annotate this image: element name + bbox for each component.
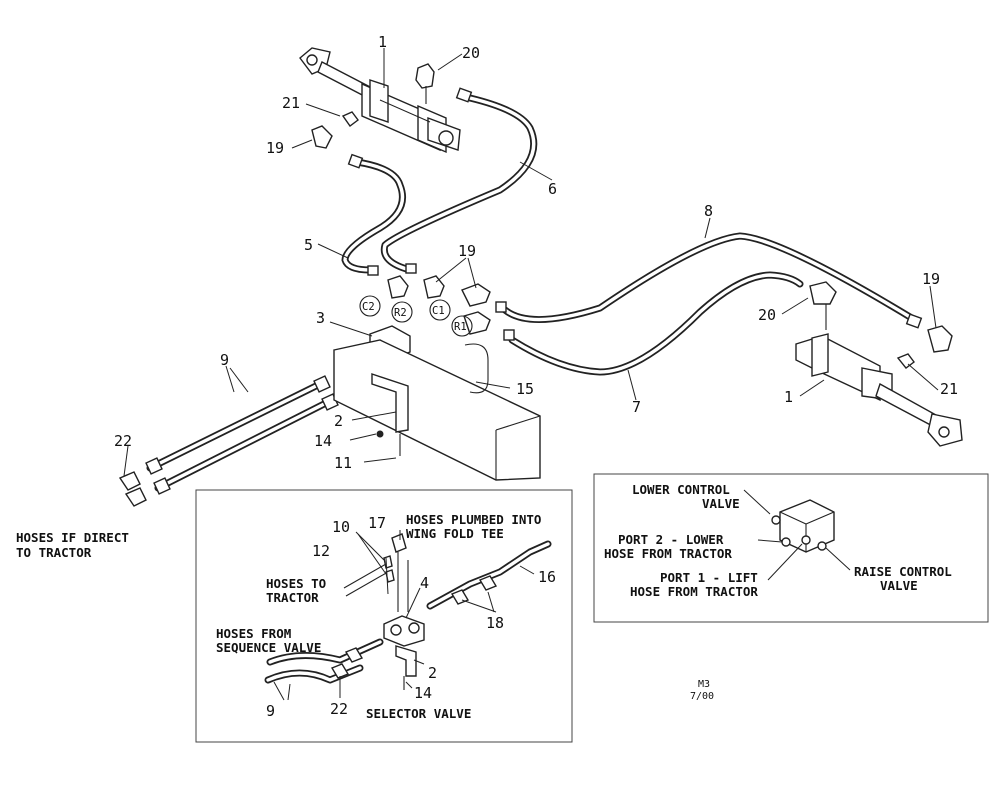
callout-19-top: 19 [266,139,284,157]
inset-callout-4: 4 [420,574,429,592]
callout-1-top: 1 [378,33,387,51]
port1-line2: HOSE FROM TRACTOR [630,584,758,599]
callout-3: 3 [316,309,325,327]
callout-9: 9 [220,351,229,369]
inset-callout-18: 18 [486,614,504,632]
hoses-direct-label: HOSES IF DIRECT TO TRACTOR [16,530,129,560]
inset-plumbed-line2: WING FOLD TEE [406,526,504,541]
callout-5: 5 [304,236,313,254]
callout-numbers: 1 20 21 19 6 5 19 8 3 20 19 9 15 7 1 21 … [114,33,958,472]
raise-control-line1: RAISE CONTROL [854,564,952,579]
port2-line1: PORT 2 - LOWER [618,532,724,547]
inset-tractor-line1: HOSES TO [266,576,326,591]
hoses [146,94,919,492]
fittings [118,63,953,507]
top-cylinder [299,47,461,154]
leader-lines [123,48,939,477]
drawing-code-line2: 7/00 [690,691,714,702]
inset-callout-17: 17 [368,514,386,532]
lower-control-line1: LOWER CONTROL [632,482,730,497]
inset-selector-caption: SELECTOR VALVE [366,706,471,721]
callout-14: 14 [314,432,332,450]
raise-control-line2: VALVE [880,578,918,593]
port-label-r2: R2 [394,307,407,319]
inset-callout-12: 12 [312,542,330,560]
port2-line2: HOSE FROM TRACTOR [604,546,732,561]
inset-callout-14: 14 [414,684,432,702]
callout-19-mid: 19 [458,242,476,260]
callout-7: 7 [632,398,641,416]
inset-sequence-line2: SEQUENCE VALVE [216,640,321,655]
inset-callout-2: 2 [428,664,437,682]
callout-22: 22 [114,432,132,450]
callout-11: 11 [334,454,352,472]
port-label-c2: C2 [362,301,375,313]
inset-callout-16: 16 [538,568,556,586]
right-cylinder [795,333,963,447]
inset-callout-22: 22 [330,700,348,718]
lower-control-line2: VALVE [702,496,740,511]
callout-21-right: 21 [940,380,958,398]
port1-line1: PORT 1 - LIFT [660,570,758,585]
callout-20-right: 20 [758,306,776,324]
inset-sequence-line1: HOSES FROM [216,626,291,641]
callout-20-top: 20 [462,44,480,62]
port-label-c1: C1 [432,305,445,317]
callout-1-right: 1 [784,388,793,406]
callout-8: 8 [704,202,713,220]
inset-callout-9: 9 [266,702,275,720]
drawing-code: M3 7/00 [690,679,714,702]
inset-selector-valve: 10 17 HOSES PLUMBED INTO WING FOLD TEE 1… [195,489,573,743]
hoses-direct-line2: TO TRACTOR [16,545,92,560]
hoses-direct-line1: HOSES IF DIRECT [16,530,129,545]
port-labels: C2 R2 C1 R1 [359,295,473,337]
callout-15: 15 [516,380,534,398]
callout-21-top: 21 [282,94,300,112]
inset-tractor-line2: TRACTOR [266,590,319,605]
inset-control-valve: LOWER CONTROL VALVE PORT 2 - LOWER HOSE … [593,473,989,623]
callout-19-right: 19 [922,270,940,288]
port-label-r1: R1 [454,321,467,333]
selector-valve-assembly [333,325,541,481]
inset-plumbed-line1: HOSES PLUMBED INTO [406,512,541,527]
callout-2: 2 [334,412,343,430]
callout-6: 6 [548,180,557,198]
inset-callout-10: 10 [332,518,350,536]
drawing-code-line1: M3 [698,679,710,690]
